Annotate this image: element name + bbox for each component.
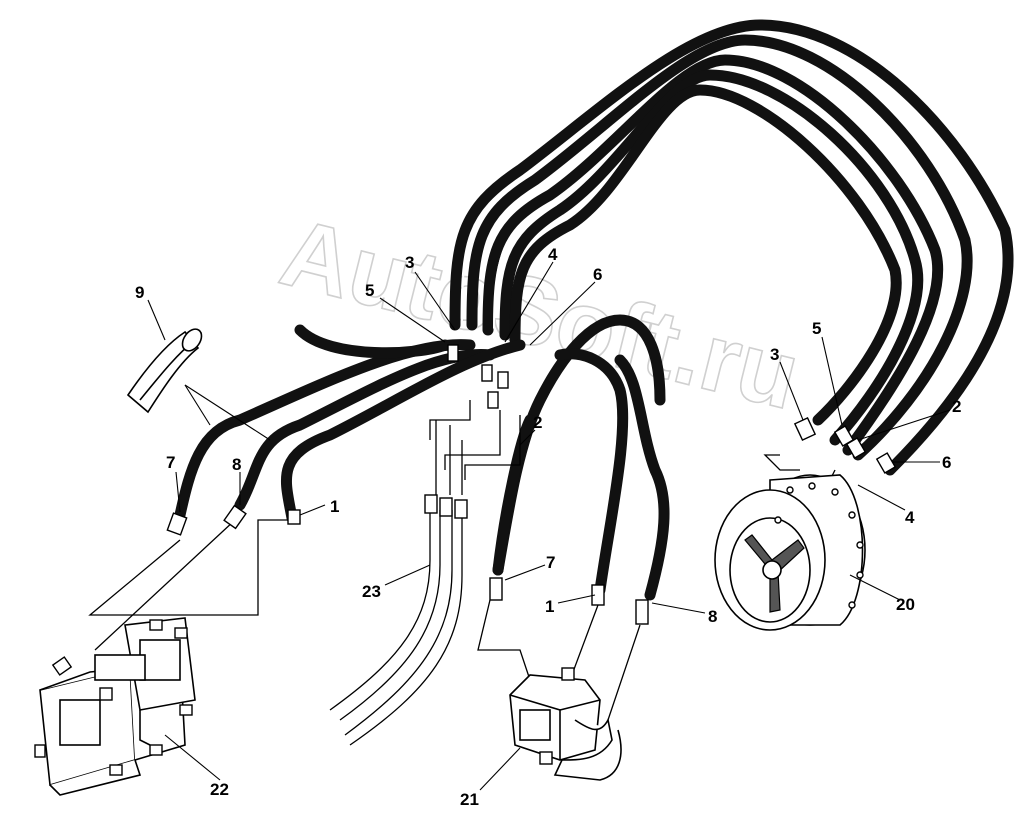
callout-4-top: 4	[548, 245, 558, 264]
valve-hoses	[174, 324, 526, 524]
steel-lines	[329, 420, 468, 746]
callout-8-pump: 8	[708, 607, 717, 626]
callout-2-motor: 2	[952, 397, 961, 416]
callout-21: 21	[460, 790, 479, 809]
callout-3-top: 3	[405, 253, 414, 272]
callout-7-pump: 7	[546, 553, 555, 572]
pump-icon	[509, 667, 622, 781]
callout-4-motor: 4	[905, 508, 915, 527]
callout-1-pump: 1	[545, 597, 554, 616]
callout-8-left: 8	[232, 455, 241, 474]
overhead-hoses	[449, 19, 1014, 476]
valve-block-icon	[34, 617, 196, 796]
callout-22: 22	[210, 780, 229, 799]
callouts: 9 7 8 1 3 5 4 6 2 23 7 1 8 3 5 2 6 4 20 …	[135, 245, 961, 809]
callout-2-middle: 2	[533, 413, 542, 432]
callout-23: 23	[362, 582, 381, 601]
hose-fittings	[166, 344, 897, 625]
callout-1-left: 1	[330, 497, 339, 516]
callout-5-motor: 5	[812, 319, 821, 338]
callout-20: 20	[896, 595, 915, 614]
leader-lines	[147, 261, 951, 791]
callout-3-motor: 3	[770, 345, 779, 364]
callout-5-top: 5	[365, 281, 374, 300]
hydraulic-motor-icon	[714, 474, 866, 631]
pump-hoses	[492, 314, 670, 601]
callout-6-motor: 6	[942, 453, 951, 472]
hose-sleeve-icon	[126, 328, 271, 441]
callout-6-top: 6	[593, 265, 602, 284]
callout-7-left: 7	[166, 453, 175, 472]
callout-9: 9	[135, 283, 144, 302]
